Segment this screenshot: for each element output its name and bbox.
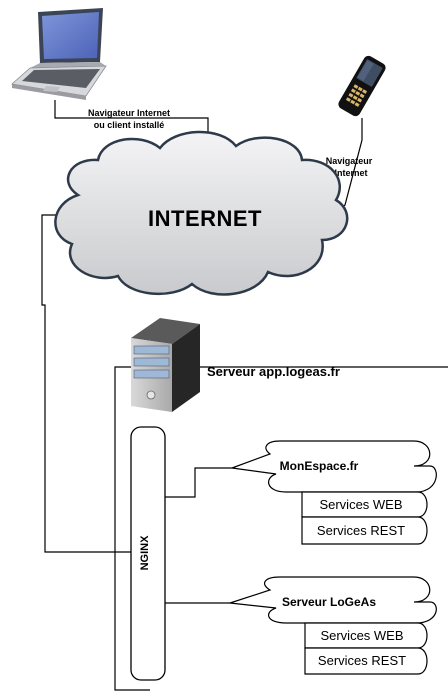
service-label: Services WEB [319, 497, 402, 512]
services-rest-box [304, 647, 428, 675]
app-monespace: MonEspace.fr Services WEB Services REST [231, 440, 437, 545]
service-label: Services REST [318, 653, 406, 668]
service-label: Services WEB [320, 628, 403, 643]
logeas-bubble [229, 576, 437, 624]
monespace-bubble [231, 440, 437, 493]
app-title: MonEspace.fr [280, 459, 359, 473]
service-label: Services REST [317, 523, 405, 538]
laptop-to-cloud-line [54, 100, 209, 140]
nginx-label: NGINX [139, 535, 151, 571]
services-rest-box [301, 516, 428, 545]
server-bracket-line [114, 366, 448, 691]
nginx-box: NGINX [130, 426, 166, 681]
app-title: Serveur LoGeAs [282, 595, 376, 609]
server-tower-icon [131, 318, 200, 412]
phone-caption-line1: Navigateur [326, 156, 373, 166]
connection-lines [41, 100, 448, 691]
laptop-caption-line1: Navigateur Internet [88, 108, 170, 118]
cloud-label: INTERNET [148, 206, 262, 231]
mobile-phone-icon [338, 55, 386, 117]
cloud-to-nginx-line [41, 214, 131, 553]
laptop-icon [11, 8, 107, 100]
app-logeas: Serveur LoGeAs Services WEB Services RES… [229, 576, 437, 675]
nginx-to-monespace-line [165, 467, 232, 498]
server-label: Serveur app.logeas.fr [207, 364, 340, 379]
phone-caption-line2: Internet [334, 168, 367, 178]
cloud-shape [54, 130, 349, 296]
laptop-caption-line2: ou client installé [94, 120, 165, 130]
